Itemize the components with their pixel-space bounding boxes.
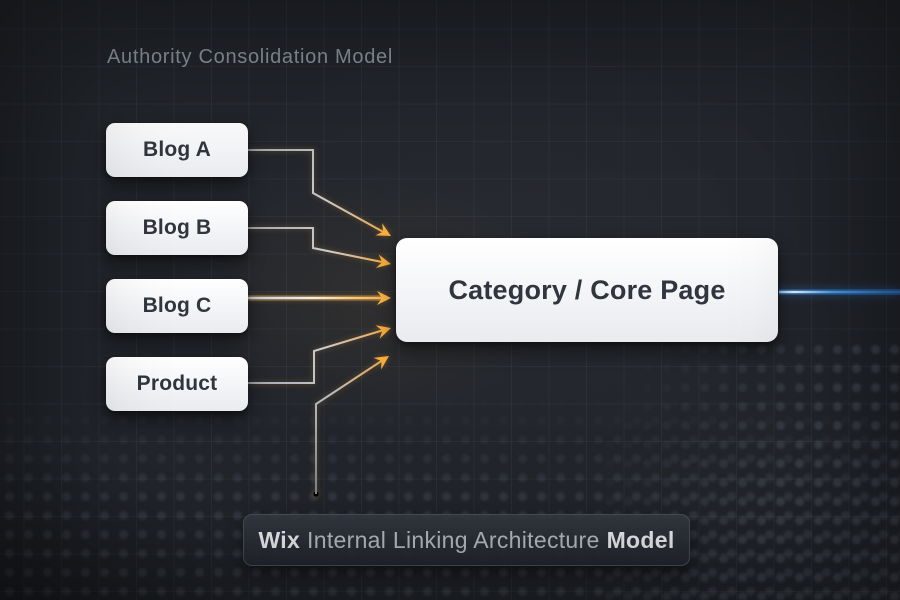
caption-suffix: Model bbox=[606, 526, 675, 553]
node-label: Blog C bbox=[142, 294, 212, 317]
caption-brand: Wix bbox=[258, 526, 301, 553]
node-blog-b: Blog B bbox=[106, 201, 248, 255]
footer-caption: Wix Internal Linking Architecture Model bbox=[243, 514, 690, 566]
caption-middle: Internal Linking Architecture bbox=[307, 526, 600, 553]
node-label: Category / Core Page bbox=[448, 274, 726, 305]
node-blog-a: Blog A bbox=[106, 123, 248, 177]
node-label: Product bbox=[136, 372, 218, 395]
diagram-title: Authority Consolidation Model bbox=[107, 46, 394, 68]
node-label: Blog B bbox=[142, 216, 212, 239]
node-product: Product bbox=[106, 357, 248, 411]
node-label: Blog A bbox=[142, 138, 212, 161]
node-category-core-page: Category / Core Page bbox=[396, 238, 778, 342]
node-blog-c: Blog C bbox=[106, 279, 248, 333]
